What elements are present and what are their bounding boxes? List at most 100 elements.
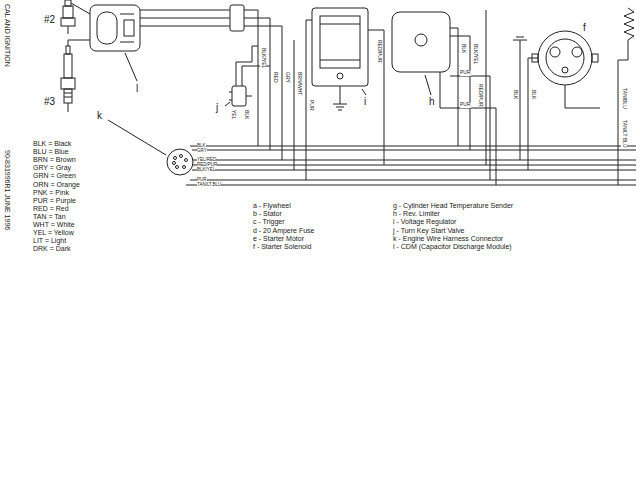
side-heading: CAL AND IGNITION <box>3 4 11 67</box>
wire-color-label: BLK/YEL <box>197 167 215 172</box>
color-code: PUR = Purple <box>33 197 76 205</box>
fuse-coil <box>624 8 634 40</box>
spark-plug-3 <box>68 40 90 46</box>
wire-color-label: GRY <box>284 72 290 83</box>
fuse-coil <box>618 8 634 185</box>
starter-solenoid <box>538 31 592 85</box>
spark-plug-3 <box>71 3 90 14</box>
color-code: GRN = Green <box>33 172 76 180</box>
voltage-regulator <box>320 60 360 61</box>
rev-limiter <box>392 10 496 185</box>
harness-connector <box>108 120 166 155</box>
wire-color-label: BLK <box>460 44 466 53</box>
spark-plug-3 <box>64 89 72 103</box>
spark-plug-3 <box>64 54 72 78</box>
cdm-wires <box>306 20 312 21</box>
harness-connector <box>180 155 183 158</box>
rev-limiter <box>392 12 450 72</box>
wire-color-label: BLK <box>243 110 249 119</box>
harness-connector <box>108 120 193 175</box>
voltage-regulator <box>312 8 384 165</box>
wire-color-label: BRN/WHT <box>296 72 302 95</box>
part-key: c - Trigger <box>253 218 285 226</box>
part-key: i - Voltage Regulator <box>393 218 456 226</box>
part-key: k - Engine Wire Harness Connector <box>393 235 503 243</box>
harness-connector <box>174 157 177 160</box>
wire-color-label: YEL <box>230 110 236 119</box>
cdm-module <box>90 5 140 51</box>
voltage-regulator <box>338 110 342 111</box>
rev-limiter <box>486 10 487 165</box>
harness-connector <box>167 149 193 175</box>
rev-limiter <box>440 72 496 185</box>
wire-color-label: BLK <box>530 90 536 99</box>
starter-solenoid <box>513 31 600 170</box>
cdm-wires <box>244 26 282 160</box>
harness-connector <box>176 166 179 169</box>
start-valve <box>225 46 270 106</box>
fuse-coil <box>618 40 628 185</box>
wire-color-label: GRY <box>197 148 207 153</box>
starter-solenoid <box>592 54 598 62</box>
color-code: PNK = Pink <box>33 189 69 197</box>
cdm-module <box>124 20 134 36</box>
part-key: g - Cylinder Head Temperature Sender <box>393 202 513 210</box>
spark-plug-2 <box>65 0 71 6</box>
part-key: a - Flywheel <box>253 202 291 210</box>
harness-wires <box>193 160 636 161</box>
cdm-wires <box>140 5 312 180</box>
harness-connector <box>183 166 186 169</box>
wire-color-label: RED/PUR <box>477 84 483 107</box>
part-letter: h <box>429 96 435 108</box>
part-key: b - Stator <box>253 210 282 218</box>
start-valve <box>232 86 246 106</box>
spark-plug-2 <box>68 26 69 34</box>
voltage-regulator <box>320 24 360 25</box>
cdm-wires <box>244 18 270 150</box>
color-code: BLU = Blue <box>33 148 69 156</box>
cdm-wires <box>140 26 230 27</box>
cdm-module <box>120 14 134 15</box>
cdm-wires <box>244 10 258 146</box>
start-valve <box>242 66 270 86</box>
harness-wires <box>190 180 636 181</box>
color-code: ORN = Orange <box>33 181 80 189</box>
document-number: 90-831996R1 JUNE 1996 <box>3 150 11 230</box>
harness-wires <box>186 185 636 186</box>
spark-plug-3 <box>61 3 90 112</box>
part-key: l - CDM (Capacitor Discharge Module) <box>393 243 512 251</box>
wire-color-label: BLK/YEL <box>472 44 478 64</box>
color-code: TAN = Tan <box>33 213 66 221</box>
cdm-module <box>125 53 137 81</box>
harness-wires <box>192 150 636 151</box>
starter-solenoid <box>513 40 527 41</box>
voltage-regulator <box>333 104 347 105</box>
voltage-regulator <box>312 8 368 86</box>
part-letter: j <box>216 102 218 114</box>
wire-color-label: BLK/YEL <box>260 48 266 68</box>
rev-limiter <box>450 76 490 180</box>
wire-color-label: TAN/BLU <box>621 88 627 109</box>
part-key: f - Starter Solenoid <box>253 243 311 251</box>
part-key: h - Rev. Limiter <box>393 210 440 218</box>
cdm-wires <box>140 18 230 19</box>
wire-color-label: TAN/LT BLU <box>621 120 627 148</box>
harness-wires <box>186 146 636 185</box>
wire-color-label: RED <box>272 72 278 83</box>
plug-number: #3 <box>44 96 55 108</box>
harness-wires <box>193 165 636 166</box>
wire-color-label: PUR <box>460 102 471 108</box>
spark-plug-2 <box>61 0 75 34</box>
wire-color-label: BLK <box>512 90 518 99</box>
color-code: YEL = Yellow <box>33 229 74 237</box>
cdm-module <box>90 5 140 81</box>
cdm-module <box>97 12 117 44</box>
starter-solenoid <box>516 37 524 38</box>
cdm-wires <box>140 10 230 11</box>
spark-plug-3 <box>68 103 69 112</box>
color-code: BLK = Black <box>33 140 71 148</box>
part-letter: f <box>583 22 586 34</box>
spark-plug-2 <box>61 18 75 26</box>
cdm-module <box>120 42 134 43</box>
voltage-regulator <box>320 16 360 68</box>
